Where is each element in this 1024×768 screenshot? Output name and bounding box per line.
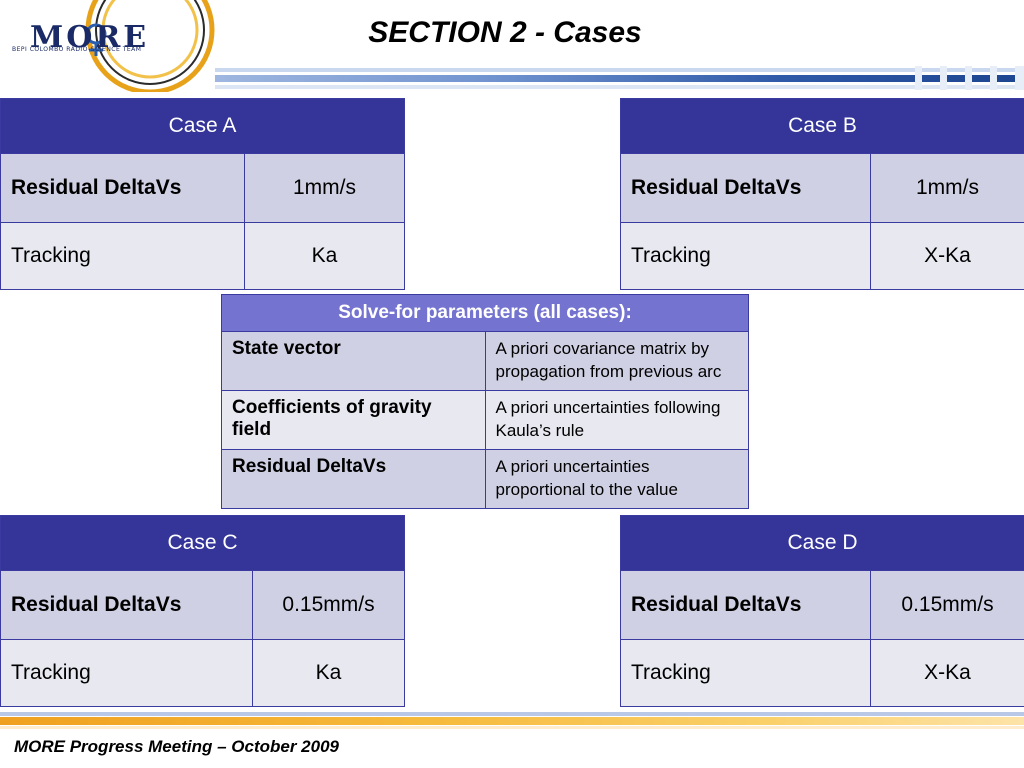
case-a-deltav-value: 1mm/s bbox=[244, 153, 405, 223]
case-d-tracking-label: Tracking bbox=[620, 639, 871, 707]
solve-for-table: Solve-for parameters (all cases): State … bbox=[221, 294, 749, 509]
solve-for-desc: A priori covariance matrix by propagatio… bbox=[484, 331, 749, 391]
footer-text: MORE Progress Meeting – October 2009 bbox=[14, 737, 339, 756]
solve-for-param: Residual DeltaVs bbox=[221, 448, 486, 509]
case-b-table: Case B Residual DeltaVs 1mm/s Tracking X… bbox=[620, 98, 1024, 290]
case-a-deltav-label: Residual DeltaVs bbox=[0, 153, 245, 223]
solve-for-desc: A priori uncertainties following Kaula’s… bbox=[484, 389, 749, 450]
case-d-deltav-label: Residual DeltaVs bbox=[620, 570, 871, 640]
case-b-tracking-label: Tracking bbox=[620, 222, 871, 290]
logo-subtitle: BEPI COLOMBO RADIO-SCIENCE TEAM bbox=[12, 46, 142, 53]
case-d-tracking-value: X-Ka bbox=[870, 639, 1024, 707]
more-logo: MORE BEPI COLOMBO RADIO-SCIENCE TEAM bbox=[0, 0, 215, 92]
case-c-header: Case C bbox=[0, 515, 405, 571]
case-b-deltav-value: 1mm/s bbox=[870, 153, 1024, 223]
case-c-tracking-value: Ka bbox=[252, 639, 405, 707]
case-a-tracking-label: Tracking bbox=[0, 222, 245, 290]
case-b-header: Case B bbox=[620, 98, 1024, 154]
case-c-tracking-label: Tracking bbox=[0, 639, 253, 707]
case-d-table: Case D Residual DeltaVs 0.15mm/s Trackin… bbox=[620, 515, 1024, 707]
solve-for-param: Coefficients of gravity field bbox=[221, 389, 486, 450]
page-title: SECTION 2 - Cases bbox=[368, 16, 642, 49]
solve-for-param: State vector bbox=[221, 331, 486, 391]
case-b-deltav-label: Residual DeltaVs bbox=[620, 153, 871, 223]
case-d-header: Case D bbox=[620, 515, 1024, 571]
case-a-table: Case A Residual DeltaVs 1mm/s Tracking K… bbox=[0, 98, 405, 290]
case-c-deltav-label: Residual DeltaVs bbox=[0, 570, 253, 640]
solve-for-header: Solve-for parameters (all cases): bbox=[221, 294, 749, 332]
case-a-header: Case A bbox=[0, 98, 405, 154]
logo-emblem-icon bbox=[85, 0, 215, 92]
footer-stripe bbox=[0, 712, 1024, 732]
logo-wordmark: MORE bbox=[30, 20, 150, 55]
header-stripe bbox=[215, 66, 1024, 94]
case-c-table: Case C Residual DeltaVs 0.15mm/s Trackin… bbox=[0, 515, 405, 707]
case-c-deltav-value: 0.15mm/s bbox=[252, 570, 405, 640]
case-b-tracking-value: X-Ka bbox=[870, 222, 1024, 290]
case-a-tracking-value: Ka bbox=[244, 222, 405, 290]
case-d-deltav-value: 0.15mm/s bbox=[870, 570, 1024, 640]
solve-for-desc: A priori uncertainties proportional to t… bbox=[484, 448, 749, 509]
